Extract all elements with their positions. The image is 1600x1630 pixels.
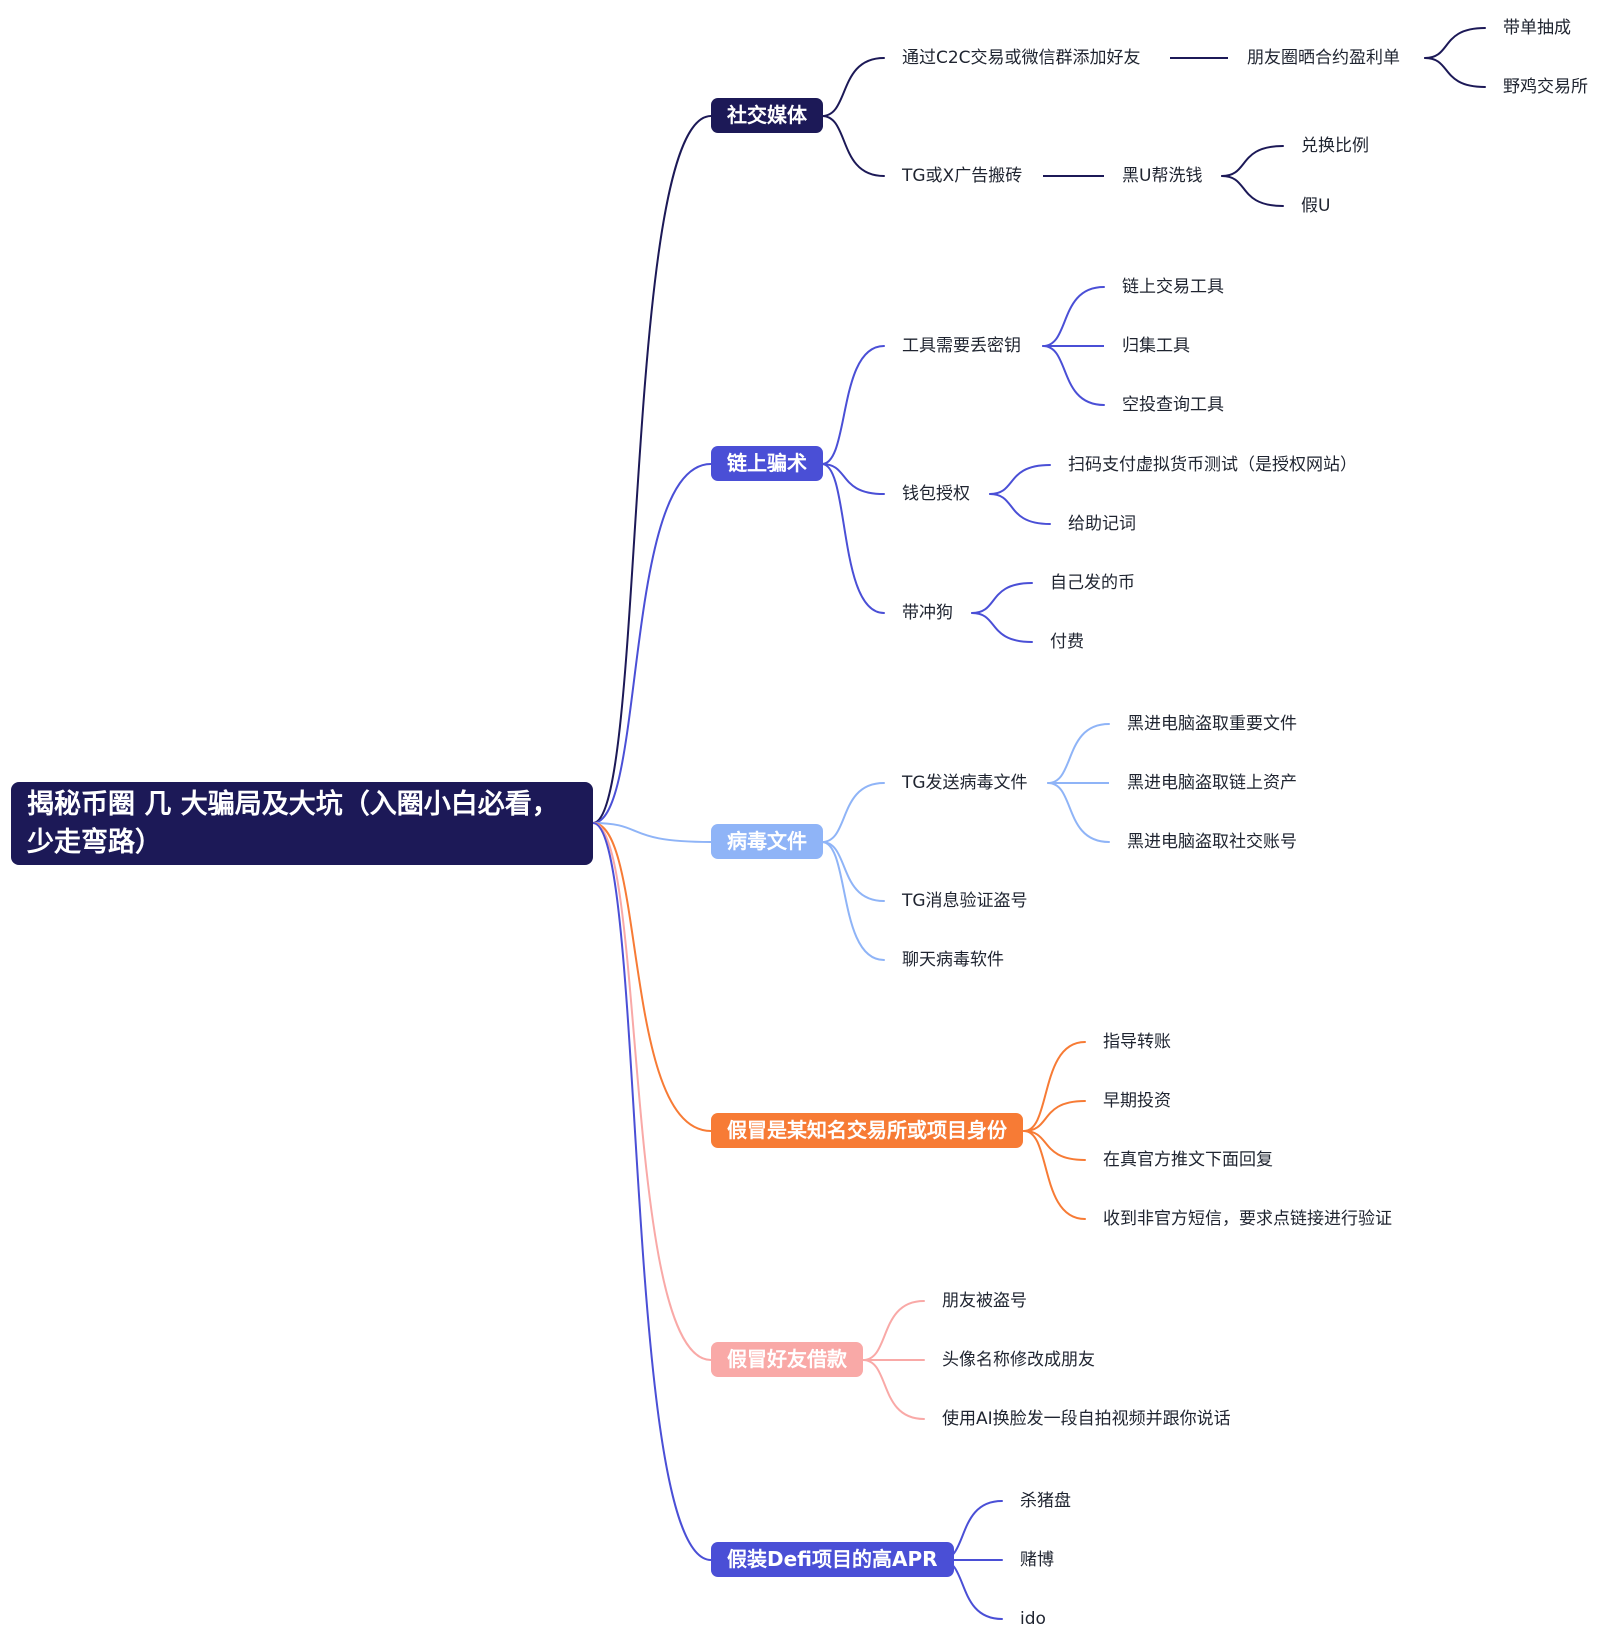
- root-topic[interactable]: 揭秘币圈 几 大骗局及大坑（入圈小白必看，少走弯路）: [11, 782, 593, 865]
- root-to-defi: [592, 822, 712, 1561]
- topic-tg-x-ads[interactable]: TG或X广告搬砖: [902, 166, 1023, 186]
- root-to-virus: [592, 822, 712, 843]
- topic-collect-tool[interactable]: 归集工具: [1122, 336, 1190, 356]
- connector: [821, 57, 885, 117]
- topic-friend-hacked[interactable]: 朋友被盗号: [942, 1291, 1027, 1311]
- topic-pig-butchering[interactable]: 杀猪盘: [1020, 1491, 1071, 1511]
- topic-early-invest[interactable]: 早期投资: [1103, 1091, 1171, 1111]
- connector: [971, 582, 1033, 614]
- topic-tool-key[interactable]: 工具需要丢密钥: [902, 336, 1021, 356]
- branch-onchain-scams[interactable]: 链上骗术: [711, 446, 823, 481]
- connector: [989, 464, 1051, 495]
- connector: [1424, 27, 1486, 59]
- topic-chat-virus[interactable]: 聊天病毒软件: [902, 950, 1004, 970]
- topic-airdrop-tool[interactable]: 空投查询工具: [1122, 395, 1224, 415]
- topic-fake-sms[interactable]: 收到非官方短信，要求点链接进行验证: [1103, 1209, 1392, 1229]
- connector: [1221, 145, 1284, 177]
- connector: [1047, 782, 1110, 843]
- connector: [821, 115, 885, 177]
- topic-paid[interactable]: 付费: [1050, 632, 1084, 652]
- topic-scan-pay[interactable]: 扫码支付虚拟货币测试（是授权网站）: [1068, 455, 1357, 475]
- connector: [1023, 1130, 1086, 1161]
- topic-black-u[interactable]: 黑U帮洗钱: [1122, 166, 1203, 186]
- connector: [1023, 1100, 1086, 1132]
- topic-wallet-auth[interactable]: 钱包授权: [902, 484, 970, 504]
- topic-pump-dog[interactable]: 带冲狗: [902, 603, 953, 623]
- branch-social-media[interactable]: 社交媒体: [711, 98, 823, 133]
- topic-tg-verify[interactable]: TG消息验证盗号: [902, 891, 1028, 911]
- topic-moments-profit[interactable]: 朋友圈晒合约盈利单: [1247, 48, 1400, 68]
- connector: [989, 493, 1051, 525]
- topic-steal-files[interactable]: 黑进电脑盗取重要文件: [1127, 714, 1297, 734]
- connector: [1047, 723, 1110, 784]
- connector: [821, 463, 885, 614]
- topic-fake-u[interactable]: 假U: [1301, 196, 1331, 216]
- connector: [821, 463, 885, 495]
- branch-virus-files[interactable]: 病毒文件: [711, 824, 823, 859]
- topic-ido[interactable]: ido: [1020, 1609, 1046, 1629]
- topic-own-token[interactable]: 自己发的币: [1050, 573, 1135, 593]
- connector: [821, 841, 885, 961]
- connector: [1221, 175, 1284, 207]
- topic-ai-faceswap[interactable]: 使用AI换脸发一段自拍视频并跟你说话: [942, 1409, 1231, 1429]
- connector: [971, 612, 1033, 643]
- root-to-friend: [592, 822, 712, 1361]
- topic-exchange-rate[interactable]: 兑换比例: [1301, 136, 1369, 156]
- topic-onchain-trade-tool[interactable]: 链上交易工具: [1122, 277, 1224, 297]
- connector: [1424, 57, 1486, 88]
- connector: [1042, 286, 1105, 347]
- branch-impersonate-friend[interactable]: 假冒好友借款: [711, 1342, 863, 1377]
- topic-give-mnemonic[interactable]: 给助记词: [1068, 514, 1136, 534]
- root-to-exchange: [592, 822, 712, 1132]
- topic-guide-transfer[interactable]: 指导转账: [1103, 1032, 1171, 1052]
- topic-commission[interactable]: 带单抽成: [1503, 18, 1571, 38]
- topic-avatar-changed[interactable]: 头像名称修改成朋友: [942, 1350, 1095, 1370]
- topic-reply-official[interactable]: 在真官方推文下面回复: [1103, 1150, 1273, 1170]
- connector: [821, 345, 885, 465]
- connector: [821, 841, 885, 902]
- topic-steal-social[interactable]: 黑进电脑盗取社交账号: [1127, 832, 1297, 852]
- topic-tg-virus-file[interactable]: TG发送病毒文件: [902, 773, 1028, 793]
- root-to-onchain: [592, 463, 712, 824]
- connector: [821, 782, 885, 843]
- connector: [862, 1359, 925, 1420]
- topic-c2c-wechat[interactable]: 通过C2C交易或微信群添加好友: [902, 48, 1141, 68]
- branch-impersonate-exchange[interactable]: 假冒是某知名交易所或项目身份: [711, 1113, 1023, 1148]
- root-to-social: [592, 115, 712, 824]
- topic-steal-assets[interactable]: 黑进电脑盗取链上资产: [1127, 773, 1297, 793]
- connector: [862, 1300, 925, 1361]
- branch-fake-defi[interactable]: 假装Defi项目的高APR: [711, 1542, 954, 1577]
- connector: [1023, 1130, 1086, 1220]
- connector: [1042, 345, 1105, 406]
- connector: [1023, 1041, 1086, 1132]
- topic-gambling[interactable]: 赌博: [1020, 1550, 1054, 1570]
- topic-shady-exchange[interactable]: 野鸡交易所: [1503, 77, 1588, 97]
